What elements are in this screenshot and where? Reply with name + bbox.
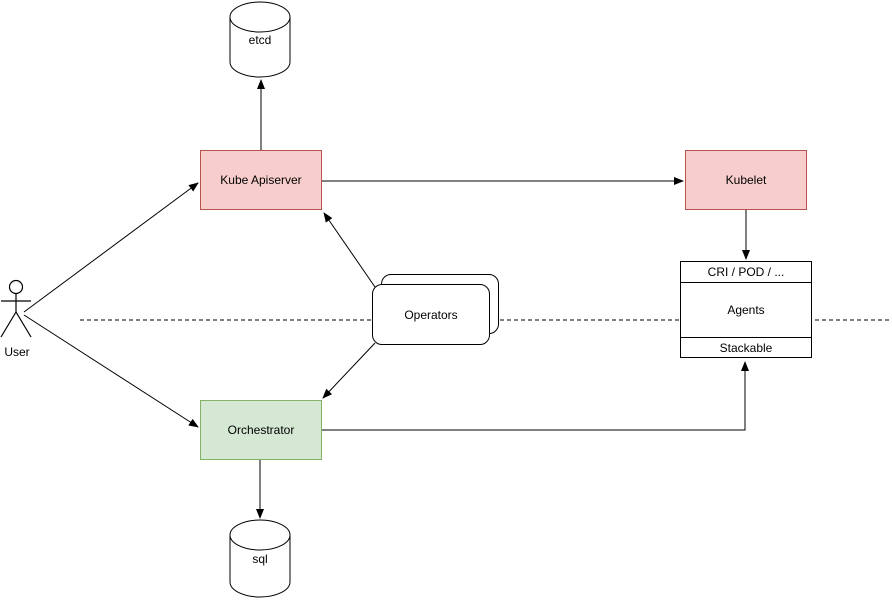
- etcd-label: etcd: [248, 33, 272, 47]
- node-kube-apiserver-label: Kube Apiserver: [220, 173, 302, 187]
- node-operators: Operators: [372, 284, 490, 345]
- node-operators-label: Operators: [404, 307, 458, 322]
- node-kube-apiserver: Kube Apiserver: [200, 150, 322, 210]
- edge-orchestrator-to-stackable: [322, 361, 749, 431]
- node-kubelet-label: Kubelet: [725, 173, 767, 187]
- user-actor-icon: [0, 279, 32, 338]
- node-orchestrator: Orchestrator: [200, 400, 322, 460]
- edge-operators-to-kube-apiserver: [323, 212, 376, 288]
- edge-operators-to-orchestrator: [322, 342, 376, 399]
- node-agents-footer: Stackable: [681, 337, 811, 357]
- sql-cylinder-shape: [229, 519, 291, 598]
- node-agents-footer-label: Stackable: [719, 340, 773, 355]
- node-agents-label: Agents: [727, 303, 765, 317]
- etcd-cylinder-shape: [229, 1, 291, 78]
- node-agents-header-label: CRI / POD / ...: [707, 265, 785, 279]
- user-label: User: [4, 345, 30, 359]
- edge-user-to-orchestrator: [23, 314, 199, 428]
- node-kubelet: Kubelet: [685, 150, 807, 210]
- edge-user-to-kube-apiserver: [23, 182, 199, 313]
- node-agents-header: CRI / POD / ...: [681, 262, 811, 283]
- node-orchestrator-label: Orchestrator: [227, 423, 295, 437]
- node-agents: CRI / POD / ... Agents Stackable: [680, 261, 812, 358]
- sql-label: sql: [252, 552, 268, 566]
- node-agents-body: Agents: [681, 283, 811, 337]
